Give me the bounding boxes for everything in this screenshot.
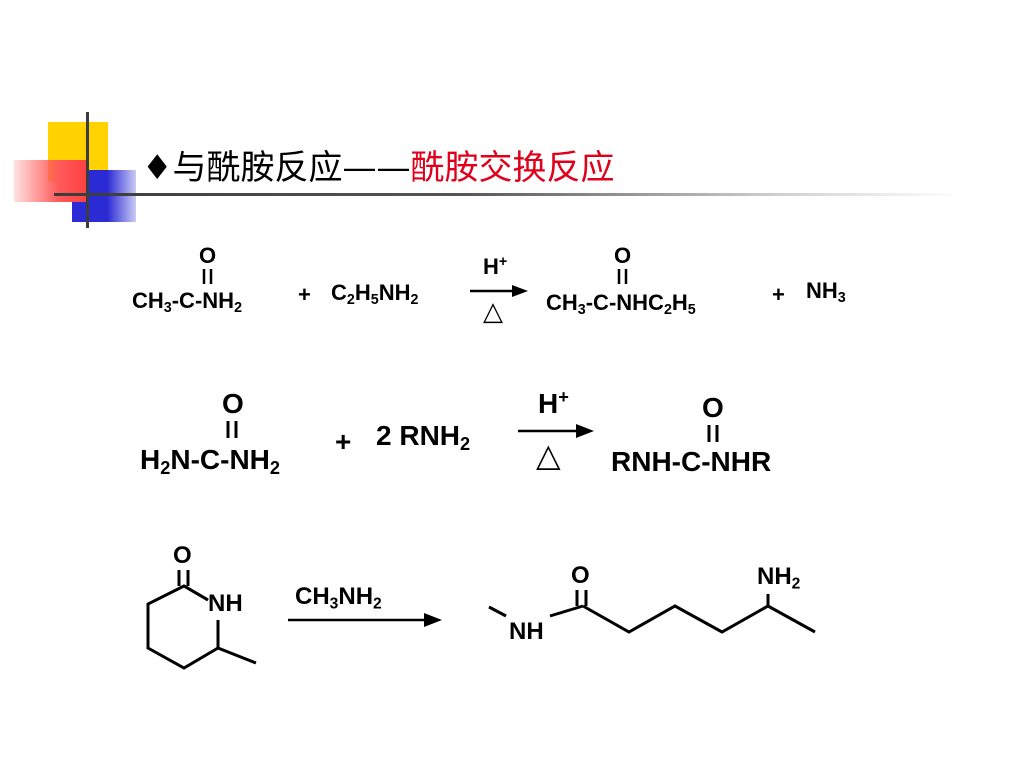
r2-catalyst: H+	[538, 387, 569, 419]
r2-product-oxygen: O	[702, 392, 724, 423]
r3-arrow	[288, 613, 442, 627]
r1-reactant-double-bond	[202, 269, 213, 284]
title-bullet: ♦	[142, 148, 173, 188]
decor-vertical-line	[86, 112, 89, 228]
r2-product-formula: RNH-C-NHR	[611, 446, 772, 477]
r2-reactant-oxygen: O	[222, 388, 244, 419]
r2-product-double-bond	[707, 425, 719, 442]
slide-title: ♦与酰胺反应——酰胺交换反应	[142, 146, 614, 190]
r1-reactant-formula: CH3-C-NH2	[132, 288, 243, 316]
r3-product-oxygen: O	[571, 562, 590, 589]
r3-product-nh: NH	[509, 618, 544, 645]
r3-product-chain	[488, 590, 816, 634]
r2-arrow	[518, 424, 594, 438]
r1-reactant-oxygen: O	[199, 243, 217, 268]
r2-heat-symbol: △	[536, 437, 561, 473]
r2-reactant-formula: H2N-C-NH2	[140, 444, 281, 479]
r1-product-formula: CH3-C-NHC2H5	[546, 290, 696, 318]
title-highlight: 酰胺交换反应	[410, 148, 615, 188]
r3-reagent-formula: CH3NH2	[295, 583, 382, 613]
r2-reactant-double-bond	[226, 421, 238, 438]
r1-product-oxygen: O	[614, 243, 632, 268]
r1-plus-1: +	[298, 282, 311, 307]
r1-catalyst: H+	[483, 254, 508, 279]
r1-heat-symbol: △	[483, 296, 503, 326]
r2-plus: +	[335, 426, 352, 457]
decor-horizontal-line	[54, 193, 960, 196]
r1-reagent-formula: C2H5NH2	[331, 280, 419, 308]
r1-plus-2: +	[772, 282, 785, 307]
title-dash: ——	[342, 148, 411, 188]
r3-ring-nh: NH	[208, 590, 243, 617]
r3-lactam-ring	[146, 570, 257, 670]
r1-arrow	[470, 285, 528, 297]
r1-byproduct: NH3	[806, 278, 846, 306]
r3-product-nh2: NH2	[757, 563, 801, 593]
r1-product-double-bond	[617, 269, 628, 284]
r3-ring-oxygen: O	[173, 542, 192, 569]
r2-reagent-formula: 2 RNH2	[376, 420, 471, 455]
title-main: 与酰胺反应	[172, 148, 343, 188]
